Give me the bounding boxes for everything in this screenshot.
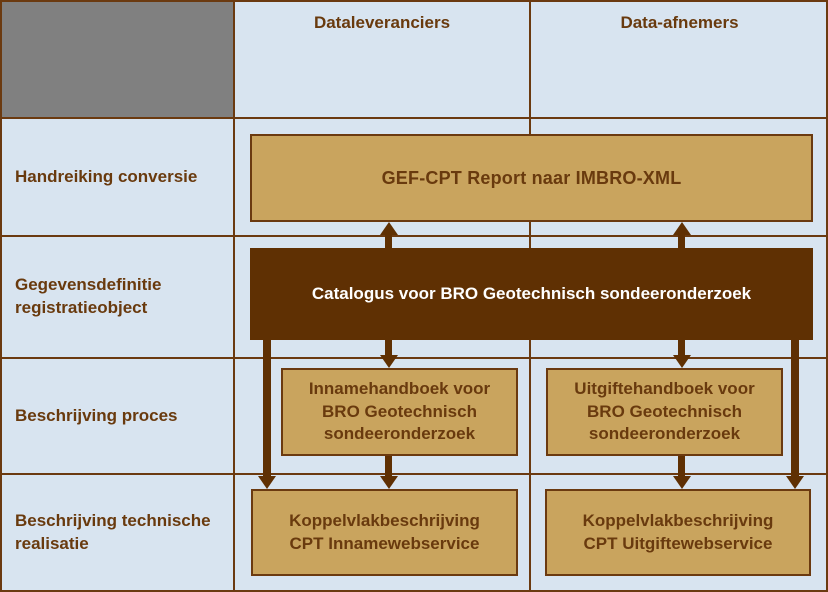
row-label-beschrijving-proces: Beschrijving proces: [15, 405, 178, 425]
arrow-up-icon: [673, 222, 691, 235]
grid-line-horizontal-1: [2, 117, 826, 119]
row-label-beschrijving-technische-realisatie: Beschrijving technische realisatie: [15, 510, 211, 553]
arrow-down-icon: [786, 476, 804, 489]
column-header-dataleveranciers: Dataleveranciers: [313, 13, 451, 32]
arrow-catalogus-to-innamehandboek-shaft: [385, 340, 392, 357]
arrow-down-icon: [673, 355, 691, 368]
arrow-catalogus-to-koppelvlak-inname-long-shaft: [263, 340, 271, 477]
grid-line-horizontal-3: [2, 357, 826, 359]
row-label-handreiking-conversie: Handreiking conversie: [15, 166, 198, 186]
box-koppelvlakbeschrijving-cpt-innamewebservice: Koppelvlakbeschrijving CPT Innamewebserv…: [251, 489, 518, 576]
arrow-down-icon: [673, 476, 691, 489]
arrow-down-icon: [258, 476, 276, 489]
arrow-catalogus-to-gefcpt-left-shaft: [385, 235, 392, 250]
arrow-down-icon: [380, 476, 398, 489]
box-uitgiftehandboek: Uitgiftehandboek voor BRO Geotechnisch s…: [546, 368, 783, 456]
box-catalogus-bro-geotechnisch-sondeeronderzoek: Catalogus voor BRO Geotechnisch sondeero…: [250, 248, 813, 340]
row-label-gegevensdefinitie-registratieobject: Gegevensdefinitie registratieobject: [15, 275, 162, 317]
grid-line-horizontal-2: [2, 235, 826, 237]
arrow-innamehandboek-to-koppelvlak-shaft: [385, 456, 392, 477]
arrow-catalogus-to-gefcpt-right-shaft: [678, 235, 685, 250]
box-koppelvlakbeschrijving-cpt-uitgiftewebservice: Koppelvlakbeschrijving CPT Uitgiftewebse…: [545, 489, 811, 576]
arrow-catalogus-to-koppelvlak-uitgifte-long-shaft: [791, 340, 799, 477]
arrow-catalogus-to-uitgiftehandboek-shaft: [678, 340, 685, 357]
arrow-up-icon: [380, 222, 398, 235]
grid-line-horizontal-4: [2, 473, 826, 475]
grid-line-vertical-1: [233, 2, 235, 590]
arrow-down-icon: [380, 355, 398, 368]
box-innamehandboek: Innamehandboek voor BRO Geotechnisch son…: [281, 368, 518, 456]
column-header-data-afnemers: Data-afnemers: [620, 13, 739, 32]
arrow-uitgiftehandboek-to-koppelvlak-shaft: [678, 456, 685, 477]
corner-cell: [2, 2, 233, 117]
box-gef-cpt-report-naar-imbro-xml: GEF-CPT Report naar IMBRO-XML: [250, 134, 813, 222]
